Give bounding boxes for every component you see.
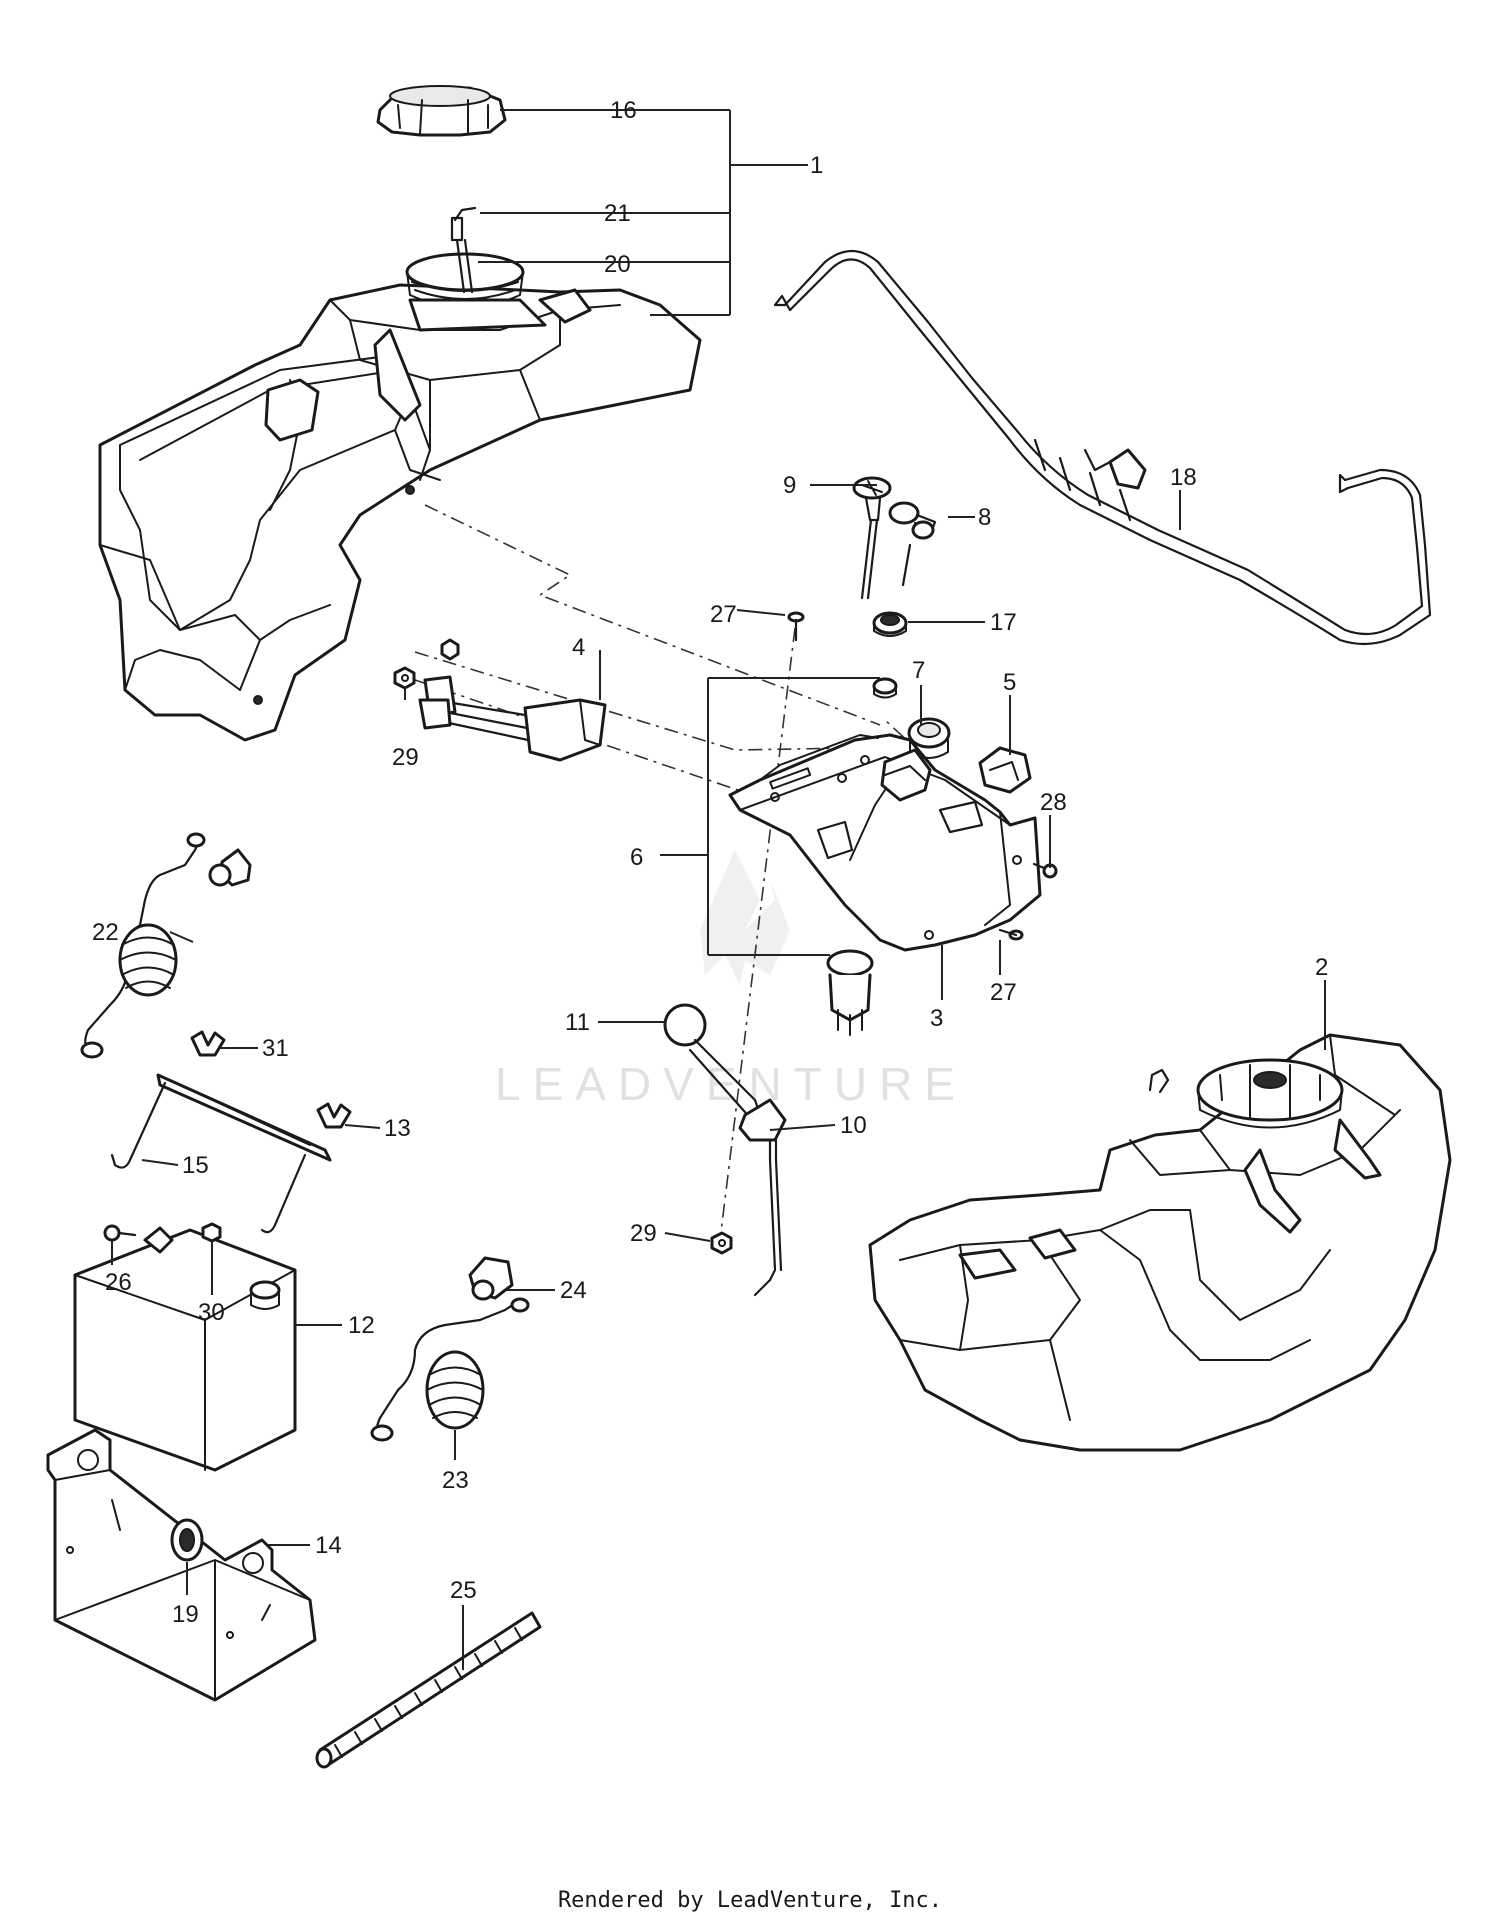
- wing-nut-31: [190, 1030, 226, 1057]
- tray-grommet: [170, 1518, 204, 1562]
- callout-29-left: 29: [392, 744, 419, 771]
- callout-17: 17: [990, 609, 1017, 636]
- ignition-key: [888, 501, 937, 587]
- callout-14: 14: [315, 1532, 342, 1559]
- battery: [73, 1222, 297, 1472]
- callout-16: 16: [610, 97, 637, 124]
- watermark-text: LEADVENTURE: [495, 1058, 967, 1110]
- battery-hold-down: [110, 1073, 332, 1234]
- terminal-boot: [468, 1256, 514, 1301]
- fuel-tank: [868, 1033, 1452, 1452]
- battery-tray: [46, 1428, 317, 1702]
- callout-23: 23: [442, 1467, 469, 1494]
- throttle-knob: [852, 476, 892, 600]
- callout-24: 24: [560, 1277, 587, 1304]
- callout-8: 8: [978, 504, 991, 531]
- ignition-switch: [907, 717, 951, 759]
- battery-cable-23: [370, 1297, 530, 1442]
- screw-27-top: [787, 611, 805, 642]
- leader-lines: [111, 484, 1326, 1670]
- fuel-hose: [773, 249, 1432, 646]
- callout-9: 9: [783, 472, 796, 499]
- callout-30: 30: [198, 1299, 225, 1326]
- callout-5: 5: [1003, 669, 1016, 696]
- callout-3: 3: [930, 1005, 943, 1032]
- screw-27-right: [998, 928, 1024, 941]
- grommet: [872, 611, 908, 637]
- throttle-lever: [663, 1003, 787, 1297]
- callout-27-top: 27: [710, 601, 737, 628]
- vent-fitting: [450, 206, 477, 242]
- callout-10: 10: [840, 1112, 867, 1139]
- callout-28: 28: [1040, 789, 1067, 816]
- callout-12: 12: [348, 1312, 375, 1339]
- bushing: [872, 677, 898, 699]
- nut-4-top: [440, 638, 460, 661]
- render-credit: Rendered by LeadVenture, Inc.: [557, 1888, 943, 1913]
- callout-18: 18: [1170, 464, 1197, 491]
- vent-tube: [455, 238, 474, 294]
- callouts: 16 1 21 20 9 8 18 27 17 4 7 5 29 28 6 27…: [92, 97, 1328, 1628]
- callout-19: 19: [172, 1601, 199, 1628]
- callout-21: 21: [604, 200, 631, 227]
- callout-4: 4: [572, 634, 585, 661]
- callout-15: 15: [182, 1152, 209, 1179]
- fuel-tank-assembly: [98, 252, 702, 742]
- callout-31: 31: [262, 1035, 289, 1062]
- callout-2: 2: [1315, 954, 1328, 981]
- callout-11: 11: [565, 1009, 590, 1036]
- callout-26: 26: [105, 1269, 132, 1296]
- pto-switch: [880, 748, 932, 802]
- nut-29-left: [393, 666, 416, 690]
- watermark: LEADVENTURE: [495, 850, 967, 1110]
- callout-22: 22: [92, 919, 119, 946]
- callout-27-right: 27: [990, 979, 1017, 1006]
- battery-cable-22: [80, 832, 252, 1059]
- callout-6: 6: [630, 844, 643, 871]
- callout-7: 7: [912, 657, 925, 684]
- nut-29-bottom: [710, 1231, 733, 1255]
- wire-harness: [418, 675, 607, 762]
- toggle-switch: [978, 746, 1032, 794]
- gas-cap: [376, 85, 507, 137]
- callout-1: 1: [810, 152, 823, 179]
- callout-25: 25: [450, 1577, 477, 1604]
- wing-nut-13: [316, 1102, 352, 1129]
- callout-13: 13: [384, 1115, 411, 1142]
- callout-20: 20: [604, 251, 631, 278]
- spring-rod: [315, 1611, 542, 1769]
- control-panel: [728, 733, 1042, 952]
- ignition-plug: [826, 949, 874, 1036]
- callout-29-bottom: 29: [630, 1220, 657, 1247]
- part-1-bracket: [478, 109, 808, 316]
